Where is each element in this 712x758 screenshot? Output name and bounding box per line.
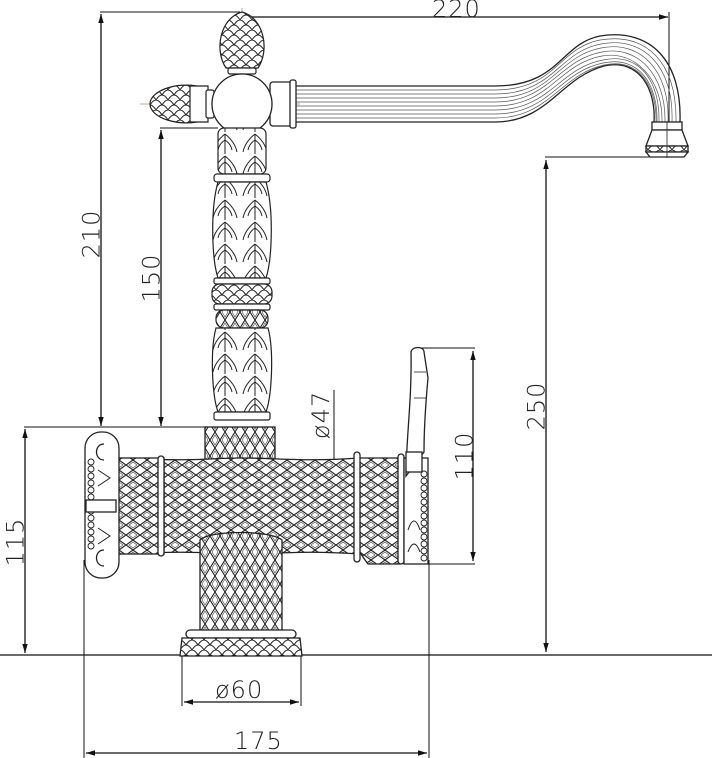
spout-collar xyxy=(269,79,297,129)
dimension-lines xyxy=(0,11,712,758)
dimension-spout-reach: 220 xyxy=(432,0,481,23)
dimension-body-diameter: ø47 xyxy=(307,390,336,440)
top-finial xyxy=(219,11,265,75)
cartridge xyxy=(353,451,429,565)
left-end-cap xyxy=(84,431,165,579)
lever-handle xyxy=(405,346,429,478)
column xyxy=(211,127,273,421)
spout-aerator xyxy=(644,121,690,158)
dimension-lever-height: 110 xyxy=(450,431,479,481)
dimension-base-diameter: ø60 xyxy=(215,676,264,704)
dimension-overall-width: 175 xyxy=(234,727,283,755)
dimension-column-height: 150 xyxy=(137,253,166,303)
dimension-total-height: 210 xyxy=(77,209,106,259)
dimension-spout-outlet-height: 250 xyxy=(522,381,551,431)
dimension-body-height: 115 xyxy=(1,517,30,567)
side-finial xyxy=(149,84,215,124)
center-ball xyxy=(211,73,273,135)
spout xyxy=(296,34,681,123)
